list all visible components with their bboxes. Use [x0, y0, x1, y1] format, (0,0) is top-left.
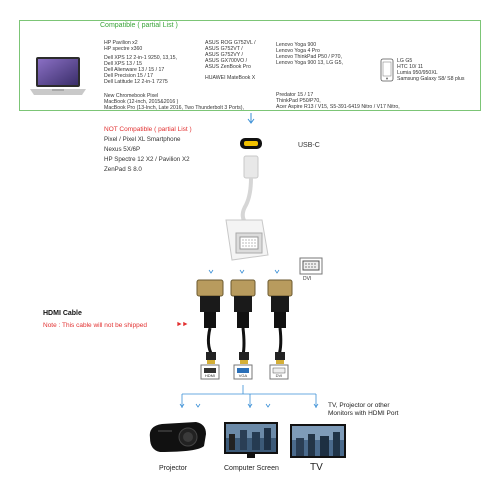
compatible-item: ASUS ZenBook Pro — [205, 64, 251, 70]
not-compatible-item: Nexus 5X/6P — [104, 146, 141, 153]
compatible-col4: LG G5 HTC 10/ 11 Lumia 950/950XL Samsung… — [397, 58, 464, 82]
compatible-item: New Chromebook Pixel — [104, 93, 159, 99]
hdmi-cable-note: Note : This cable will not be shipped — [43, 322, 147, 329]
compatible-box — [19, 20, 481, 111]
compatible-bottom-right: Predator 15 / 17 ThinkPad P50/P70, Acer … — [276, 92, 400, 110]
compatible-item: ASUS ROG G752VL / — [205, 40, 256, 46]
compatible-item: HP spectre x360 — [104, 46, 143, 52]
compatible-item: Acer Aspire R13 / V15, S5-391-6419 Nitro… — [276, 104, 400, 110]
port-label-vga: VGA — [238, 373, 248, 378]
tv-caption-line: Monitors with HDMI Port — [328, 410, 399, 417]
compatible-col1: HP Pavilion x2 HP spectre x360 Dell XPS … — [104, 40, 177, 85]
tv-icon — [290, 424, 346, 458]
dvi-port-icon — [299, 257, 323, 275]
tv-caption-line: TV, Projector or other — [328, 402, 390, 409]
compatible-item: Dell XPS 13 / 15 — [104, 61, 143, 67]
compatible-item: Dell Latitude 12 2-in-1 7275 — [104, 79, 168, 85]
compatible-item: Lenovo ThinkPad P50 / P70, — [276, 54, 342, 60]
usbc-connector — [240, 138, 262, 224]
tv-caption: TV, Projector or other Monitors with HDM… — [328, 402, 398, 418]
compatible-item: HUAWEI MateBook X — [205, 75, 256, 81]
hdmi-cable-title: HDMI Cable — [43, 310, 82, 317]
arrow-right-icon: ►► — [176, 321, 189, 328]
compatible-item: Samsung Galaxy S8/ S8 plus — [397, 76, 465, 82]
projector-label: Projector — [159, 465, 188, 472]
not-compatible-title: NOT Compatible ( partial List ) — [104, 126, 192, 133]
not-compatible-item: Pixel / Pixel XL Smartphone — [104, 136, 181, 143]
compatible-item: ASUS G752VT / — [205, 46, 243, 52]
compatible-bottom-left: New Chromebook Pixel MacBook (12-inch, 2… — [104, 93, 244, 111]
compatible-item: Dell Alienware 13 / 15 / 17 — [104, 67, 165, 73]
compatible-item: Lenovo Yoga 900 13, LG G5, — [276, 60, 343, 66]
compatible-item: HP Pavilion x2 — [104, 40, 138, 46]
compatible-item: LG G5 — [397, 58, 413, 64]
compatible-item: ASUS GX700VO / — [205, 58, 248, 64]
dvi-adapter — [225, 219, 269, 261]
not-compatible-item: ZenPad S 8.0 — [104, 166, 142, 173]
compatible-item: Lumia 950/950XL — [397, 70, 438, 76]
dvi-label: DVI — [303, 276, 312, 282]
compatible-item: Lenovo Yoga 4 Pro — [276, 48, 320, 54]
compatible-item: MacBook Pro (13-Inch, Late 2016, Two Thu… — [104, 105, 244, 111]
compatible-col3: Lenovo Yoga 900 Lenovo Yoga 4 Pro Lenovo… — [276, 42, 343, 66]
port-icons — [200, 364, 289, 380]
projector-icon — [149, 422, 206, 452]
computer-screen-icon — [224, 422, 278, 458]
usbc-label: USB-C — [298, 142, 320, 149]
laptop-illustration — [30, 57, 86, 95]
compatible-title: Compatible ( partial List ) — [100, 22, 178, 29]
compatible-item: Dell Precision 15 / 17 — [104, 73, 154, 79]
port-label-hdmi: HDMI — [204, 373, 216, 378]
compatible-item: Lenovo Yoga 900 — [276, 42, 317, 48]
compatible-item: ASUS G752VY / — [205, 52, 243, 58]
tv-label: TV — [310, 462, 323, 473]
compatible-item: ThinkPad P50/P70, — [276, 98, 321, 104]
computer-screen-label: Computer Screen — [224, 465, 279, 472]
arrow-down-icon — [247, 113, 255, 124]
compatible-item: MacBook (12-inch, 2015&2016 ) — [104, 99, 179, 105]
hdmi-plugs — [206, 352, 285, 364]
compatible-item: HTC 10/ 11 — [397, 64, 424, 70]
dvi-cable-heads — [196, 279, 293, 356]
not-compatible-item: HP Spectre 12 X2 / Pavilion X2 — [104, 156, 190, 163]
arrow-down-icon — [208, 269, 280, 274]
compatible-col2: ASUS ROG G752VL / ASUS G752VT / ASUS G75… — [205, 40, 256, 81]
compatible-item: Predator 15 / 17 — [276, 92, 314, 98]
connection-lines — [179, 385, 319, 408]
compatible-item: Dell XPS 12 2-in-1 9250, 13,15, — [104, 55, 177, 61]
port-label-dvi: DVI — [275, 373, 283, 378]
phone-illustration — [380, 58, 394, 82]
